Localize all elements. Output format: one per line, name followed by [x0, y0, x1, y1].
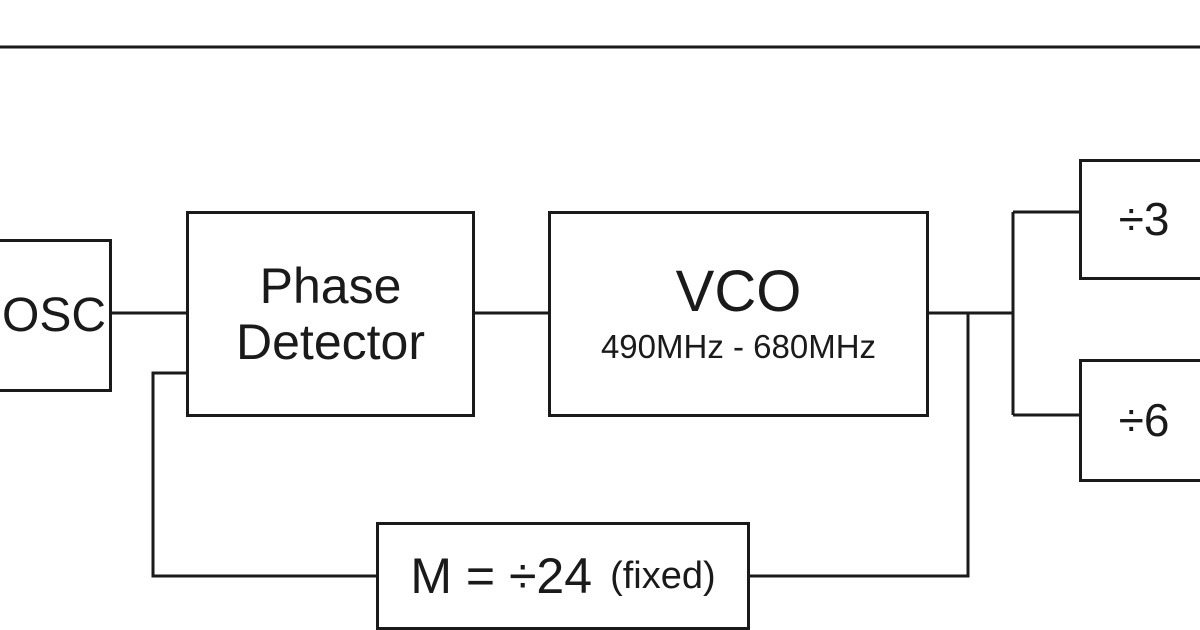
divide-by-6-label: ÷6 — [1118, 393, 1170, 446]
wire-feedback-to-pd — [151, 371, 378, 578]
oscillator-label: OSC — [1, 288, 106, 342]
phase-detector-block: Phase Detector — [186, 211, 475, 417]
feedback-divider-note: (fixed) — [610, 554, 716, 597]
vco-block: VCO 490MHz - 680MHz — [548, 211, 929, 417]
vco-label: VCO — [675, 259, 802, 325]
oscillator-block: OSC — [0, 239, 112, 392]
phase-detector-label-line1: Phase — [259, 258, 402, 314]
divide-by-3-label: ÷3 — [1118, 192, 1170, 245]
divide-by-6-block: ÷6 — [1079, 359, 1200, 482]
wire-vco-to-feedback — [748, 313, 970, 578]
vco-frequency-range: 490MHz - 680MHz — [600, 327, 877, 365]
feedback-divider-block: M = ÷24 (fixed) — [376, 522, 750, 630]
divide-by-3-block: ÷3 — [1079, 159, 1200, 280]
phase-detector-label-line2: Detector — [236, 314, 425, 370]
feedback-divider-label: M = ÷24 — [410, 548, 593, 604]
